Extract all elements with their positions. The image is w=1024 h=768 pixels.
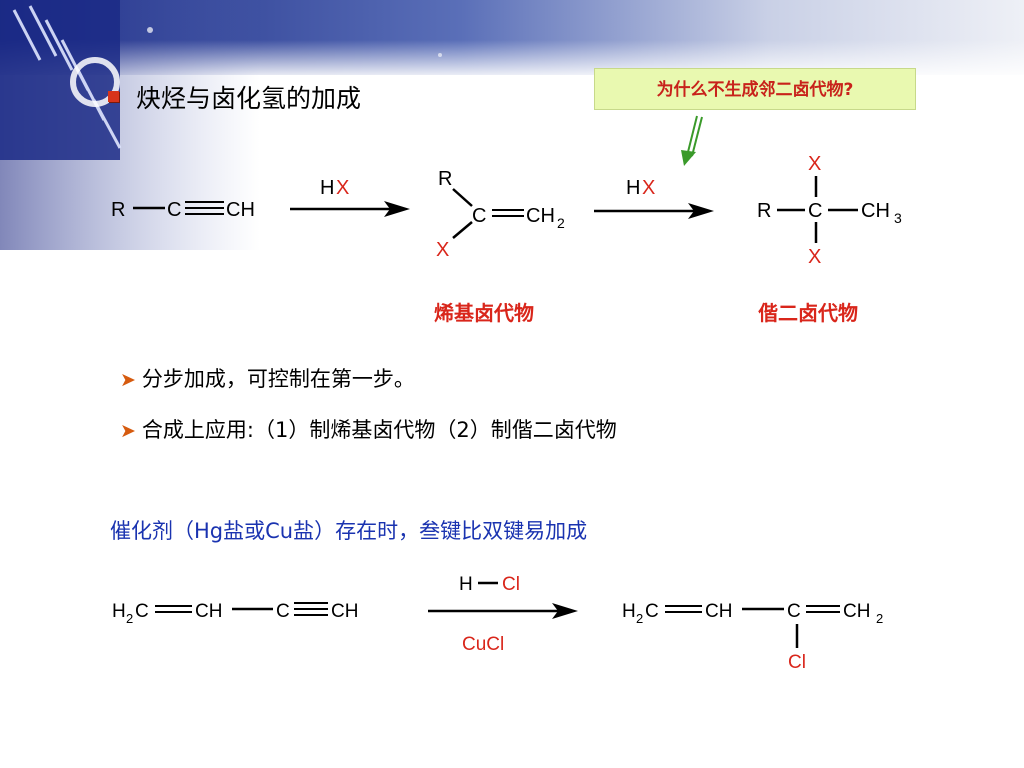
r2-reactant-ch1: CH (195, 601, 222, 622)
r2-prod-ch1: CH (705, 601, 732, 622)
r2-prod-cl: Cl (788, 652, 806, 673)
point-1-text: 分步加成，可控制在第一步。 (141, 367, 415, 391)
reaction-arrow-icon (688, 203, 714, 219)
label-vinyl-halide: 烯基卤代物 (434, 301, 534, 325)
r2-reactant-c1: C (135, 601, 149, 622)
r2-prod-h: H (622, 601, 636, 622)
triple-bond (185, 201, 224, 215)
r1-reagent2-h: H (626, 177, 640, 199)
right-arrow-bullet-icon: ➤ (120, 369, 136, 391)
r2-reactant-ch2: CH (331, 601, 358, 622)
reaction-arrow-icon (552, 603, 578, 619)
r1-prod-c: C (808, 200, 822, 222)
r1-int-x: X (436, 239, 449, 261)
r1-prod-x-top: X (808, 153, 821, 175)
r1-int-r: R (438, 168, 452, 190)
reaction-arrow-icon (384, 201, 410, 217)
catalyst-statement: 催化剂（Hg盐或Cu盐）存在时，叁键比双键易加成 (110, 519, 588, 543)
r2-reactant-c2: C (276, 601, 290, 622)
reaction-1: R C CH H X R C CH 2 X H X X R (111, 153, 902, 268)
reaction-2: H 2 C CH C CH H Cl CuCl H 2 C CH (112, 574, 883, 673)
r1-reactant-c: C (167, 199, 181, 221)
r2-reagent-cucl: CuCl (462, 634, 504, 655)
r1-prod-x-bottom: X (808, 246, 821, 268)
r2-reactant-sub2: 2 (126, 611, 133, 626)
r2-reagent-h: H (459, 574, 473, 595)
r1-prod-ch3: CH (861, 200, 890, 222)
slide-title: 炔烃与卤化氢的加成 (136, 84, 362, 113)
antenna-lines-icon (12, 5, 122, 149)
r2-reactant-h: H (112, 601, 126, 622)
r1-reactant-r: R (111, 199, 125, 221)
r1-prod-r: R (757, 200, 771, 222)
point-2: ➤合成上应用:（1）制烯基卤代物（2）制偕二卤代物 (120, 414, 617, 444)
point-2-text: 合成上应用:（1）制烯基卤代物（2）制偕二卤代物 (141, 418, 617, 442)
r1-reactant-ch: CH (226, 199, 255, 221)
r1-reagent1-h: H (320, 177, 334, 199)
r1-reagent1-x: X (336, 177, 349, 199)
r2-prod-c1: C (645, 601, 659, 622)
label-gem-dihalide: 偕二卤代物 (758, 301, 858, 325)
r2-prod-ch2: CH (843, 601, 870, 622)
r1-prod-sub3: 3 (894, 210, 902, 226)
green-down-arrow-icon (681, 115, 703, 166)
r1-int-ch2: CH (526, 205, 555, 227)
right-arrow-bullet-icon: ➤ (120, 420, 136, 442)
r2-prod-sub2b: 2 (876, 611, 883, 626)
bullet-square-icon (108, 91, 119, 102)
r1-int-c: C (472, 205, 486, 227)
r2-prod-c2: C (787, 601, 801, 622)
r2-reagent-cl: Cl (502, 574, 520, 595)
point-1: ➤分步加成，可控制在第一步。 (120, 363, 415, 393)
question-note: 为什么不生成邻二卤代物? (594, 68, 916, 110)
r1-int-sub2: 2 (557, 215, 565, 231)
r1-reagent2-x: X (642, 177, 655, 199)
r2-prod-sub2a: 2 (636, 611, 643, 626)
